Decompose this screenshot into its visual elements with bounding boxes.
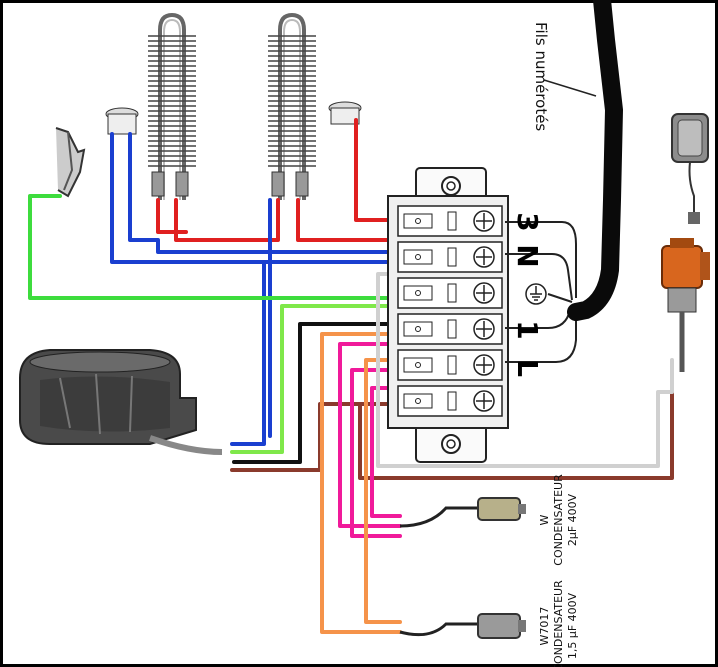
terminal-row (397, 385, 503, 417)
capacitor-2uf-name: W (538, 514, 551, 525)
terminal-brace (505, 221, 577, 363)
terminal-block (387, 167, 509, 463)
capacitor-2uf (399, 497, 526, 528)
heating-element-right (268, 12, 316, 200)
terminal-row (397, 277, 503, 309)
capacitor-1-5uf-name: W7017 (538, 607, 551, 646)
terminal-row (397, 313, 503, 345)
thermostat-left (105, 107, 139, 135)
thermal-switch (671, 113, 709, 224)
terminal-label-3: 3 (511, 212, 544, 231)
terminal-label-1: 1 (511, 320, 544, 339)
heating-element-left (148, 12, 196, 200)
terminal-label-n: N (511, 244, 544, 267)
terminal-row (397, 349, 503, 381)
capacitor-1-5uf-title: CONDENSATEUR (552, 580, 565, 667)
ground-bracket (55, 127, 86, 198)
terminal-row (397, 241, 503, 273)
wires (28, 118, 674, 634)
thermostat-right (328, 101, 362, 125)
capacitor-2uf-rating: 2µF 400V (566, 493, 579, 546)
capacitor-1-5uf (399, 613, 526, 639)
pump-relay (661, 238, 710, 372)
ground-symbol (525, 283, 547, 305)
numbered-wire-cable (543, 0, 624, 321)
terminal-label-l: L (511, 359, 544, 377)
fan-motor (19, 349, 223, 455)
capacitor-1-5uf-rating: 1,5 µF 400V (566, 592, 579, 659)
numbered-wires-label: Fils numérotés (532, 22, 550, 131)
terminal-row (397, 205, 503, 237)
capacitor-2uf-title: CONDENSATEUR (552, 474, 565, 566)
